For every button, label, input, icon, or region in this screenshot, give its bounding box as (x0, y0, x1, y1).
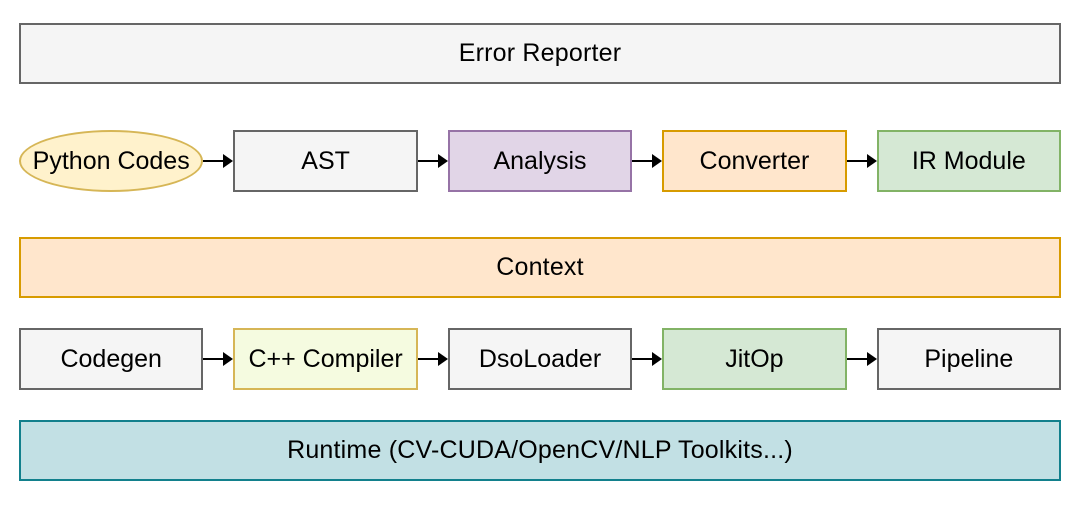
node-cpp-compiler: C++ Compiler (233, 328, 418, 390)
node-pipeline: Pipeline (876, 328, 1062, 390)
node-dsoloader-label: DsoLoader (478, 344, 602, 373)
flow-arrow-icon (632, 153, 663, 169)
node-ir-module-label: IR Module (911, 146, 1026, 175)
node-codegen: Codegen (19, 328, 204, 390)
error-reporter-label: Error Reporter (458, 39, 622, 67)
flow-arrow-icon (203, 351, 234, 367)
flow-arrow-icon (417, 351, 448, 367)
node-jitop-label: JitOp (725, 344, 784, 373)
node-pipeline-label: Pipeline (924, 344, 1014, 373)
frontend-flow-row: Python Codes AST Analysis Converter IR M… (19, 130, 1062, 192)
runtime-bar: Runtime (CV-CUDA/OpenCV/NLP Toolkits...) (19, 420, 1061, 481)
context-bar: Context (19, 237, 1061, 298)
node-jitop: JitOp (662, 328, 847, 390)
flow-arrow-icon (417, 153, 448, 169)
node-ir-module: IR Module (876, 130, 1062, 192)
node-converter: Converter (662, 130, 847, 192)
node-python-codes: Python Codes (19, 130, 204, 192)
error-reporter-bar: Error Reporter (19, 23, 1061, 84)
runtime-label: Runtime (CV-CUDA/OpenCV/NLP Toolkits...) (287, 436, 793, 464)
node-cpp-compiler-label: C++ Compiler (248, 344, 403, 373)
flow-arrow-icon (632, 351, 663, 367)
node-converter-label: Converter (699, 146, 810, 175)
backend-flow-row: Codegen C++ Compiler DsoLoader JitOp Pip… (19, 328, 1062, 390)
flow-arrow-icon (846, 153, 877, 169)
node-analysis: Analysis (447, 130, 633, 192)
node-dsoloader: DsoLoader (447, 328, 633, 390)
node-ast: AST (233, 130, 418, 192)
flow-arrow-icon (846, 351, 877, 367)
node-ast-label: AST (301, 146, 350, 175)
node-analysis-label: Analysis (493, 146, 587, 175)
node-codegen-label: Codegen (60, 344, 162, 373)
node-python-codes-label: Python Codes (32, 146, 190, 175)
context-label: Context (496, 253, 584, 281)
flow-arrow-icon (203, 153, 234, 169)
